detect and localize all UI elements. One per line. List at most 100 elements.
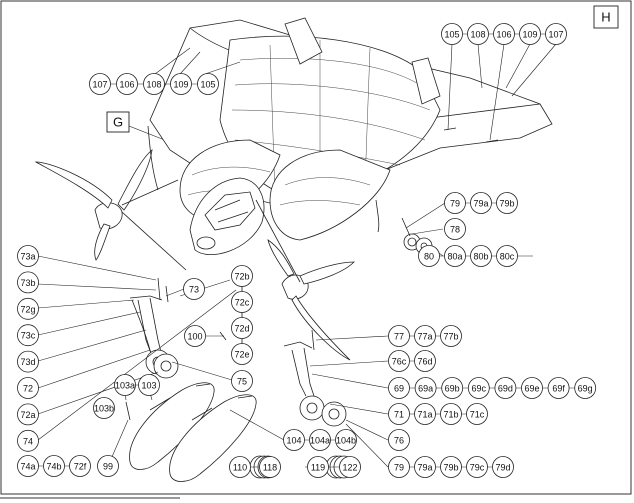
callout-bubble [231,265,253,287]
callout-bubble [444,245,466,267]
callout-79a: 79a [470,192,492,214]
callout-bubble [414,350,436,372]
callout-number: 80a [447,252,462,262]
callout-number: 71 [394,410,404,420]
callout-bubble [184,325,206,347]
callout-72c: 72c [231,291,253,313]
callout-bubble [170,73,192,95]
callout-bubble [231,370,253,392]
callout-107: 107 [545,23,567,45]
callout-72g: 72g [17,297,39,320]
callout-number: 69b [445,384,460,394]
callout-number: 122 [342,463,357,473]
callout-number: 76 [394,436,404,446]
callout-number: 72g [20,304,35,314]
callout-79b: 79b [496,192,518,214]
callout-72e: 72e [231,343,253,365]
callout-bubble [418,245,440,267]
callout-number: 69d [498,384,513,394]
callout-bubble [283,429,305,451]
callout-103b: 103b [93,397,115,419]
callout-72d: 72d [231,317,253,339]
callout-number: 69 [394,384,404,394]
callout-bubble [339,456,361,478]
callout-71c: 71c [466,403,488,425]
callout-79c: 79c [466,456,488,478]
callout-bubble [440,325,462,347]
callout-bubble [388,377,410,399]
callout-number: 77a [417,332,432,342]
callout-number: 72d [234,324,249,334]
callout-bubble [17,271,39,294]
callout-bubble [444,192,466,214]
callout-73d: 73d [17,350,39,373]
callout-69b: 69b [441,377,464,399]
callout-71a: 71a [414,403,436,425]
callout-bubble [114,374,136,396]
callout-number: 74a [20,462,35,472]
callout-number: 99 [103,462,113,472]
callout-number: 105 [200,80,215,90]
callout-number: 72 [23,384,33,394]
callout-number: 79a [417,463,432,473]
callout-73: 73 [183,278,205,300]
callout-77: 77 [388,325,410,347]
callout-number: 73c [21,331,36,341]
callout-79d: 79d [492,456,514,478]
callout-number: 79b [499,199,514,209]
callout-bubble [17,350,39,373]
callout-77a: 77a [414,325,436,347]
callout-108: 108 [467,23,489,45]
callout-73b: 73b [17,271,39,294]
callout-number: 71a [417,410,432,420]
callout-bubble [17,297,39,320]
callout-107: 107 [89,73,111,95]
callout-number: 108 [470,30,485,40]
callout-bubble [492,456,514,478]
callout-number: 77 [394,332,404,342]
callout-104a: 104a [309,429,331,451]
callout-bubble [259,456,281,478]
callout-number: 100 [187,332,202,342]
callout-bubble [231,343,253,365]
callout-72b: 72b [231,265,253,287]
callout-69a: 69a [414,377,437,399]
callout-bubble [467,23,489,45]
callout-77b: 77b [440,325,462,347]
callout-bubble [467,377,490,399]
callout-number: 73b [20,278,35,288]
callout-bubble [388,325,410,347]
callout-bubble [388,350,410,372]
callout-bubble [519,23,541,45]
callout-number: 78 [450,225,460,235]
callout-number: 103 [141,381,156,391]
callout-72f: 72f [69,455,91,477]
callout-76d: 76d [414,350,436,372]
callout-number: 69c [472,384,487,394]
callout-number: 74 [23,436,33,446]
callout-number: 69e [524,384,539,394]
section-label: G [113,115,123,130]
callout-number: 80 [424,252,434,262]
callout-number: 79a [473,199,488,209]
callout-71b: 71b [440,403,462,425]
callout-bubble [17,455,39,477]
callout-bubble [69,455,91,477]
callout-number: 76c [392,357,407,367]
callout-80: 80 [418,245,440,267]
callout-number: 72a [20,410,35,420]
callout-105: 105 [197,73,219,95]
callout-bubble [388,403,410,425]
sheet-letter-box [593,5,619,29]
callout-bubble [43,455,65,477]
callout-69c: 69c [467,377,490,399]
callout-bubble [388,456,410,478]
callout-bubble [309,429,331,451]
callout-bubble [545,23,567,45]
callout-bubble [229,456,251,478]
callout-72: 72 [17,377,39,399]
callout-75: 75 [231,370,253,392]
aircraft-drawing [34,17,553,361]
callout-103a: 103a [114,374,136,396]
